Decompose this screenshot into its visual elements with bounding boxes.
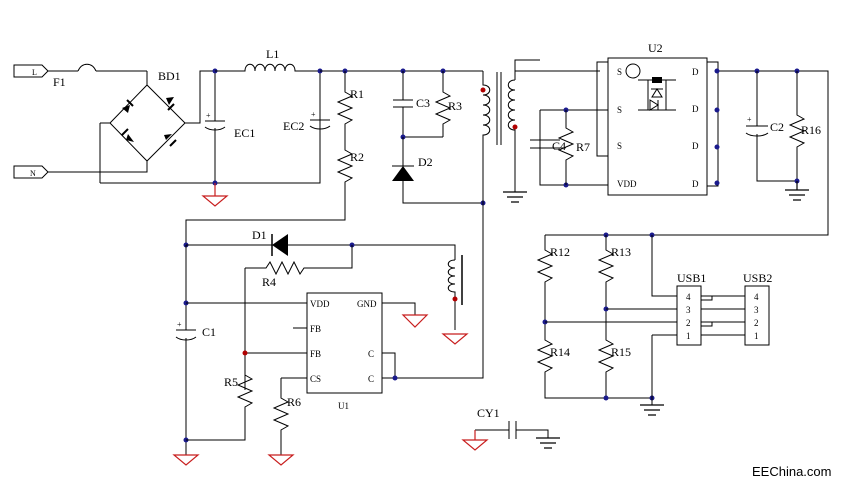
r5-label: R5 (224, 375, 238, 389)
u2-pin-d2: D (692, 104, 699, 114)
svg-text:3: 3 (754, 305, 759, 315)
usb1-label: USB1 (677, 271, 706, 285)
connector-usb1: 4 3 2 1 (676, 285, 702, 346)
svg-text:1: 1 (686, 331, 691, 341)
ground-usb (640, 404, 664, 416)
usb-wiring (545, 235, 677, 405)
svg-text:+: + (177, 320, 182, 329)
resistor-r4 (244, 245, 353, 390)
svg-text:1: 1 (754, 331, 759, 341)
svg-text:2: 2 (686, 318, 691, 328)
ground-u1 (401, 314, 429, 328)
u1-pin-fb1: FB (310, 324, 321, 334)
r3-label: R3 (448, 99, 462, 113)
inductor-l1 (215, 63, 318, 72)
diode-d2 (392, 137, 483, 204)
capacitor-c4 (530, 110, 550, 185)
f1-label: F1 (53, 75, 66, 89)
output-rail (545, 70, 829, 236)
svg-text:3: 3 (686, 305, 691, 315)
terminal-n-label: N (30, 169, 36, 178)
ec2-label: EC2 (283, 119, 304, 133)
capacitor-c1: + (175, 245, 197, 455)
r14-label: R14 (550, 345, 570, 359)
u1-pin-c1: C (368, 349, 374, 359)
resistor-r7 (557, 110, 575, 185)
ground-aux (441, 333, 469, 345)
r12-label: R12 (550, 245, 570, 259)
resistor-r12-r14 (536, 235, 652, 399)
svg-text:4: 4 (686, 292, 691, 302)
capacitor-ec2: + (309, 71, 331, 183)
bd1-label: BD1 (158, 69, 181, 83)
u2-pin-s1: S (617, 67, 622, 77)
terminal-n: N (13, 165, 49, 179)
cy1-label: CY1 (477, 406, 500, 420)
svg-text:2: 2 (754, 318, 759, 328)
ground-r6 (267, 454, 295, 466)
ic-u2 (596, 57, 719, 196)
r6-label: R6 (287, 395, 301, 409)
capacitor-cy1 (461, 421, 560, 451)
capacitor-ec1: + (204, 71, 226, 183)
diode-d1 (186, 234, 456, 260)
capacitor-c3 (393, 71, 443, 138)
u1-pin-vdd: VDD (310, 299, 330, 309)
bridge-rectifier-bd1 (99, 70, 215, 183)
watermark: EEChina.com (752, 464, 831, 479)
svg-text:+: + (206, 111, 211, 120)
transformer-secondary (507, 70, 600, 192)
terminal-l: L (13, 64, 49, 78)
resistor-r3 (434, 71, 452, 137)
resistor-r13-r15 (597, 235, 615, 398)
u1-pin-c2: C (368, 374, 374, 384)
svg-text:+: + (311, 110, 316, 119)
connector-usb2: 4 3 2 1 (744, 285, 770, 346)
c3-label: C3 (416, 96, 430, 110)
c4-label: C4 (552, 139, 566, 153)
c2-label: C2 (770, 120, 784, 134)
u2-label: U2 (648, 41, 663, 55)
u2-pin-d4: D (692, 179, 699, 189)
resistor-r1-r2 (185, 71, 354, 245)
ground-ec1 (201, 183, 229, 207)
usb2-label: USB2 (743, 271, 772, 285)
resistor-r6 (272, 378, 290, 455)
u2-pin-s3: S (617, 141, 622, 151)
r4-label: R4 (262, 275, 276, 289)
r15-label: R15 (611, 345, 631, 359)
ground-c1 (172, 454, 200, 466)
u2-pin-d3: D (692, 141, 699, 151)
r13-label: R13 (611, 245, 631, 259)
u1-label: U1 (338, 401, 349, 411)
ic-u1 (186, 292, 416, 394)
svg-text:+: + (747, 115, 752, 124)
u2-pin-vdd: VDD (617, 179, 637, 189)
r1-label: R1 (350, 87, 364, 101)
terminal-l-label: L (32, 68, 37, 77)
transformer-primary (395, 71, 491, 379)
ground-secondary (503, 191, 527, 203)
fuse-f1 (48, 63, 147, 72)
d2-label: D2 (418, 155, 433, 169)
r7-label: R7 (576, 140, 590, 154)
r16-label: R16 (801, 123, 821, 137)
r2-label: R2 (350, 150, 364, 164)
resistor-r16 (788, 71, 806, 181)
resistor-r5 (186, 360, 254, 441)
u2-pin-d1: D (692, 67, 699, 77)
u1-pin-gnd: GND (357, 299, 377, 309)
d1-label: D1 (252, 228, 267, 242)
u2-pin-s2: S (617, 105, 622, 115)
ground-output (785, 181, 809, 201)
u1-pin-cs: CS (310, 374, 321, 384)
l1-label: L1 (266, 47, 279, 61)
svg-text:4: 4 (754, 292, 759, 302)
aux-winding (447, 259, 456, 330)
capacitor-c2: + (745, 71, 797, 182)
u1-pin-fb2: FB (310, 349, 321, 359)
ec1-label: EC1 (234, 126, 255, 140)
c1-label: C1 (202, 325, 216, 339)
